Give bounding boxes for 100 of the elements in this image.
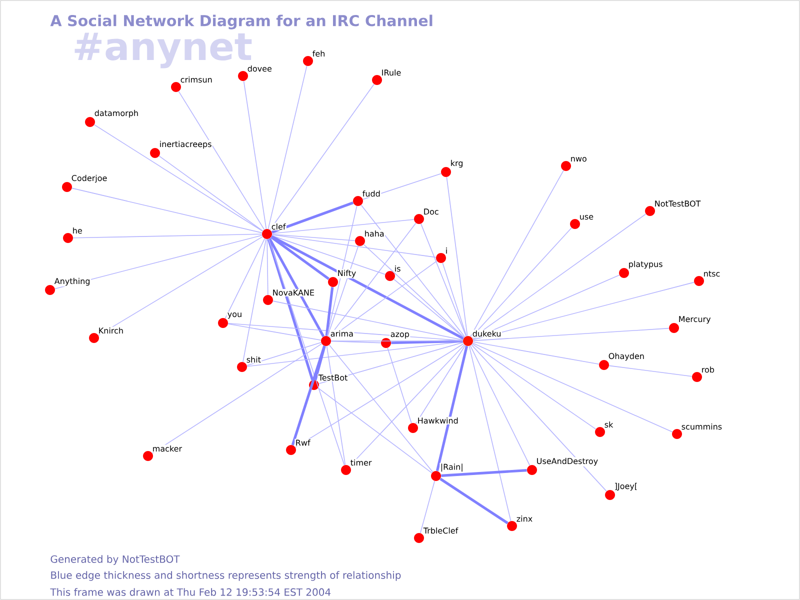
connection-line [327, 246, 359, 336]
node-label: clef [272, 223, 286, 230]
node-label: is [395, 265, 400, 272]
connection-line [468, 346, 512, 522]
connection-line [152, 343, 322, 454]
node-label: feh [312, 50, 325, 57]
node-label: rob [702, 366, 714, 373]
node-label: Ohayden [608, 352, 644, 361]
connection-line [268, 238, 325, 338]
node-label: NovaKANE [273, 290, 314, 296]
node-label: Coderjoe [72, 174, 107, 183]
connection-line [270, 236, 330, 280]
node-label: ntsc [704, 270, 720, 277]
connection-line [472, 274, 620, 340]
connection-line [246, 342, 322, 366]
connection-line [441, 469, 527, 477]
node-label: inertiacreeps [160, 140, 212, 149]
node-label: macker [153, 445, 182, 452]
connection-line [391, 340, 463, 344]
title: A Social Network Diagram for an IRC Channel [50, 14, 432, 30]
connection-line [363, 244, 465, 338]
connection-line [470, 345, 530, 466]
connection-line [394, 278, 464, 338]
node-label: you [228, 312, 242, 319]
connection-line [98, 236, 263, 336]
connection-line [326, 346, 346, 466]
connection-line [267, 238, 314, 380]
connection-line [387, 348, 412, 424]
footer-note: Blue edge thickness and shortness represents strength of relationship [51, 571, 401, 581]
connection-line [472, 342, 600, 364]
node-label: dukeku [472, 330, 501, 337]
connection-line [328, 222, 416, 338]
node-label: IRule [382, 69, 401, 76]
node-label: crimsun [180, 76, 212, 83]
node-label: azop [390, 332, 410, 339]
node-label: Knirch [99, 327, 123, 334]
node-label: i [446, 248, 447, 254]
footer-note: Generated by NotTestBOT [50, 555, 180, 565]
connection-line [272, 234, 436, 258]
connection-line [94, 124, 263, 232]
connection-line [362, 173, 442, 200]
node-label: sk [604, 421, 614, 428]
footer-note: This frame was drawn at Thu Feb 12 19:53:54 EST 2004 [50, 588, 331, 596]
connection-line [446, 176, 468, 336]
node-label: ]Joey[ [615, 482, 637, 491]
node-label: use [580, 215, 594, 220]
connection-line [326, 206, 358, 336]
connection-line [291, 346, 326, 446]
node-label: datamorph [94, 110, 138, 118]
connection-line [268, 66, 308, 230]
node-label: UseAndDestroy [537, 458, 598, 466]
node-label: |Rain| [441, 464, 462, 472]
connection-line [328, 344, 434, 472]
node-label: Nifty [338, 270, 356, 278]
connection-line [314, 346, 326, 380]
connection-line [318, 342, 464, 384]
connection-line [330, 340, 382, 344]
node-label: fudd [362, 190, 380, 197]
connection-line [54, 234, 262, 290]
connection-line [243, 80, 267, 230]
node-label: TrbleClef [423, 527, 458, 534]
node-label: TestBot [318, 374, 348, 381]
connection-line [270, 84, 374, 230]
connection-line [472, 282, 694, 340]
node-label: NotTestBOT [655, 200, 701, 207]
connection-line [272, 234, 356, 242]
connection-line [436, 346, 468, 472]
connection-line [608, 365, 692, 377]
node-label: shit [246, 356, 261, 363]
node-label: Doc [424, 208, 438, 215]
node-label: scummins [682, 423, 722, 430]
connection-line [420, 480, 436, 534]
connection-line [472, 214, 646, 338]
connection-line [440, 478, 508, 524]
connection-line [472, 328, 670, 342]
connection-line [318, 388, 432, 474]
node-label: Hawkwind [418, 417, 458, 424]
connection-line [272, 235, 386, 275]
connection-line [266, 238, 268, 296]
connection-line [224, 238, 266, 319]
connection-line [360, 204, 466, 338]
connection-line [472, 342, 673, 432]
connection-line [228, 322, 464, 342]
node-label: nwo [571, 157, 586, 162]
connection-line [330, 340, 464, 342]
node-label: Rwf [296, 440, 310, 446]
connection-line [228, 324, 322, 340]
connection-line [271, 202, 354, 234]
connection-line [158, 156, 264, 232]
connection-line [295, 343, 464, 448]
connection-line [178, 91, 265, 230]
connection-line [72, 234, 262, 238]
connection-line [330, 260, 438, 338]
connection-line [415, 345, 466, 424]
connection-line [272, 219, 414, 234]
node-label: zinx [516, 516, 532, 522]
connection-line [270, 235, 464, 340]
connection-line [72, 188, 262, 234]
node-label: timer [350, 459, 372, 466]
node-label: Anything [54, 278, 90, 286]
